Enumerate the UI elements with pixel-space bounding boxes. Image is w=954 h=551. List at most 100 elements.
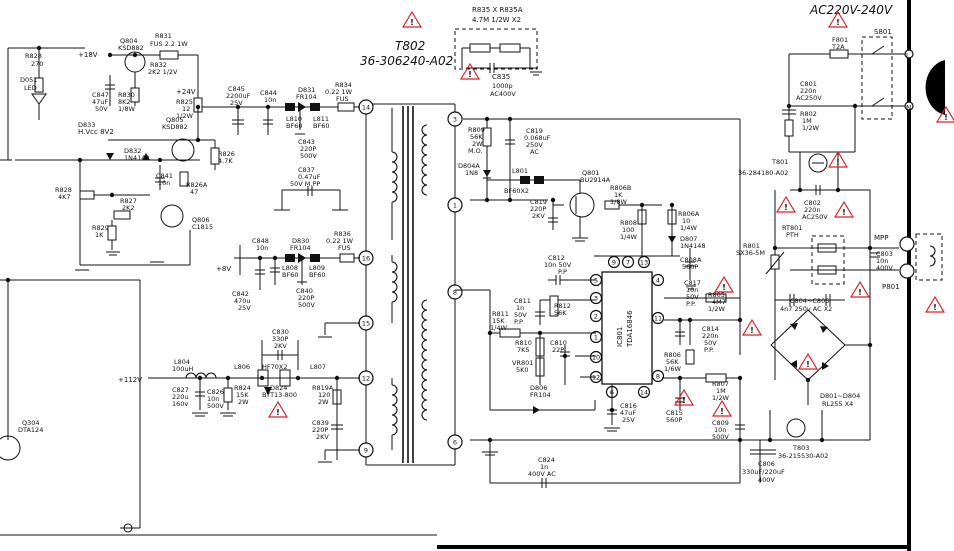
rt801-ref: RT801 xyxy=(782,224,802,232)
warning-icon xyxy=(849,280,871,298)
t801-ref: T801 xyxy=(771,158,788,166)
l810-val: BF60 xyxy=(286,122,302,130)
l801-val: BF60X2 xyxy=(504,187,529,195)
junction-dot xyxy=(737,437,743,443)
transformer-pin-label: 9 xyxy=(364,447,368,455)
junction-dot xyxy=(687,317,693,323)
junction-dot xyxy=(852,103,858,109)
warning-icon xyxy=(673,388,695,406)
c840-val: 220P xyxy=(298,294,314,302)
q304-part: DTA124 xyxy=(18,426,43,434)
warning-mark: ! xyxy=(276,408,280,417)
ic-pin-label: 13 xyxy=(640,259,648,267)
t803-ref: T803 xyxy=(792,444,809,452)
switching-section xyxy=(463,118,741,355)
ic-pin-label: 1 xyxy=(594,334,598,342)
c806-ref: C806 xyxy=(758,460,775,468)
r806a-val: 10 xyxy=(682,217,690,225)
junction-dot xyxy=(484,116,490,122)
junction-dot xyxy=(132,52,138,58)
c816-val: 47uF xyxy=(620,409,636,417)
c814-val: 220n xyxy=(702,332,719,340)
junction-dot xyxy=(772,245,778,251)
r825-watt: 1/2W xyxy=(176,112,193,120)
junction-dot xyxy=(737,375,743,381)
c802-ref: C802 xyxy=(804,199,821,207)
l804-val: 100uH xyxy=(172,365,194,373)
v8-label: +8V xyxy=(216,265,231,273)
c841-ref: C841 xyxy=(156,172,173,180)
r806b-val: 1K xyxy=(614,191,623,199)
r834-val: 0.22 1W xyxy=(325,88,353,96)
vr801-val: 5K0 xyxy=(516,366,529,374)
junction-dot xyxy=(867,342,873,348)
junction-dot xyxy=(195,104,201,110)
r830-ref: R830 xyxy=(118,91,135,99)
junction-dot xyxy=(259,375,265,381)
ic-pin-9 xyxy=(607,255,621,269)
l806-ref: L806 xyxy=(234,363,250,371)
ic-pin-label: 3 xyxy=(594,295,598,303)
c815-val: 560P xyxy=(666,416,682,424)
r829-val: 1K xyxy=(95,231,104,239)
r809-ref: R809 xyxy=(468,126,485,134)
warning-icon xyxy=(459,62,481,80)
secondary-section xyxy=(0,47,437,536)
warning-mark: ! xyxy=(836,158,840,167)
r828b-val: 4K7 xyxy=(58,193,71,201)
r805-val: 4M7 xyxy=(712,298,726,306)
c816-volt: 25V xyxy=(622,416,635,424)
c802-val: 220n xyxy=(804,206,821,214)
warning-mark: ! xyxy=(750,326,754,335)
junction-dot xyxy=(550,197,556,203)
c824-ref: C824 xyxy=(538,456,555,464)
r806-ref: R806 xyxy=(664,351,681,359)
r811-val: 15K xyxy=(492,317,505,325)
hvcc-label: H.Vcc 8V2 xyxy=(78,128,114,136)
c817-volt: 50V xyxy=(686,293,699,301)
mpp-label: MPP xyxy=(874,234,888,242)
d801-804-ref: D801~D804 xyxy=(820,392,860,400)
transformer-pin-label: 3 xyxy=(453,116,457,124)
d807-ref: D807 xyxy=(680,235,697,243)
q805-part: KSD882 xyxy=(162,123,188,131)
warning-mark: ! xyxy=(720,407,724,416)
t801-part: 36-284180-A02 xyxy=(738,169,788,177)
junction-dot xyxy=(507,197,513,203)
junction-dot xyxy=(157,157,163,163)
q801-part: BU2914A xyxy=(580,176,611,184)
c839-volt: 2KV xyxy=(316,433,329,441)
r826-val: 4.7K xyxy=(218,157,233,165)
d831-ref: D831 xyxy=(298,86,315,94)
junction-dot xyxy=(487,437,493,443)
junction-dot xyxy=(867,245,873,251)
warning-mark: ! xyxy=(944,113,948,122)
c827-val: 220u xyxy=(172,393,189,401)
c842-volt: 25V xyxy=(238,304,251,312)
l810-ref: L810 xyxy=(286,115,302,123)
junction-dot xyxy=(225,375,231,381)
transformer-pin-label: 6 xyxy=(453,439,457,447)
warning-mark: ! xyxy=(933,303,937,312)
junction-dot xyxy=(197,375,203,381)
warning-mark: ! xyxy=(784,203,788,212)
c814-ref: C814 xyxy=(702,325,719,333)
warning-icon xyxy=(827,150,849,168)
warning-icon xyxy=(827,10,849,28)
q804-ref: Q804 xyxy=(120,37,138,45)
d832-ref: D832 xyxy=(124,147,141,155)
mains-title: AC220V-240V xyxy=(809,3,893,17)
c843-val: 220P xyxy=(300,145,316,153)
l804-ref: L804 xyxy=(174,358,190,366)
junction-dot xyxy=(36,45,42,51)
c835-volt: AC400V xyxy=(490,90,516,98)
r812-val: 56K xyxy=(554,309,567,317)
c845-val: 2200uF xyxy=(226,92,251,100)
l805-val: HF70X2 xyxy=(262,363,288,371)
r828b-ref: R828 xyxy=(55,186,72,194)
c806-volt: 400V xyxy=(758,476,775,484)
junction-dot xyxy=(195,137,201,143)
transformer-ref: T802 xyxy=(395,39,425,53)
c816-ref: C816 xyxy=(620,402,637,410)
